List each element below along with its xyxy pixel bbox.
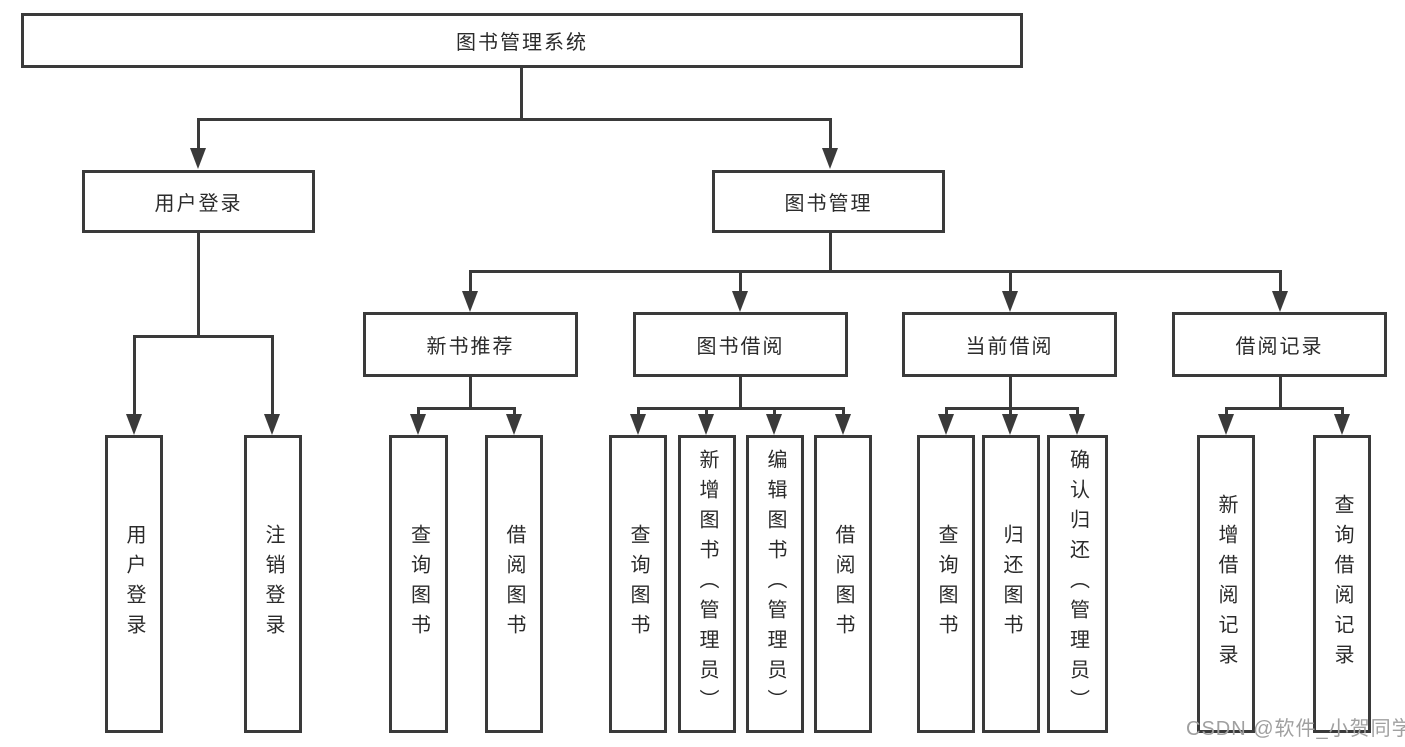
leaf-current-return-books-label: 归还图书 [1000,524,1022,644]
connector-line [513,407,516,417]
node-borrow-records-label: 借阅记录 [1235,336,1324,358]
leaf-current-query-books: 查询图书 [917,435,975,733]
node-current-borrow-label: 当前借阅 [965,336,1054,358]
connector-line [842,407,845,417]
connector-line [1076,407,1079,417]
arrowhead-icon [1334,414,1350,435]
leaf-current-query-books-label: 查询图书 [935,524,957,644]
leaf-records-query-record: 查询借阅记录 [1313,435,1371,733]
connector-line [945,407,1079,410]
arrowhead-icon [1002,414,1018,435]
leaf-user-login-label: 用户登录 [123,524,145,644]
connector-line [1279,377,1282,407]
arrowhead-icon [190,148,206,169]
connector-line [271,335,274,417]
arrowhead-icon [462,291,478,312]
arrowhead-icon [766,414,782,435]
node-root: 图书管理系统 [21,13,1023,68]
leaf-borrow-add-books-admin: 新增图书（管理员） [678,435,736,733]
arrowhead-icon [732,291,748,312]
node-book-borrow-label: 图书借阅 [696,336,785,358]
connector-line [133,335,136,417]
leaf-newbook-query-books: 查询图书 [389,435,448,733]
connector-line [1009,270,1012,296]
arrowhead-icon [822,148,838,169]
arrowhead-icon [410,414,426,435]
connector-line [469,377,472,407]
arrowhead-icon [1069,414,1085,435]
leaf-borrow-query-books-label: 查询图书 [627,524,649,644]
leaf-records-query-record-label: 查询借阅记录 [1331,494,1353,674]
connector-line [133,335,274,338]
csdn-watermark: CSDN @软件_小贺同学 [1186,718,1405,740]
node-book-management-label: 图书管理 [784,193,873,215]
leaf-borrow-borrow-books-label: 借阅图书 [832,524,854,644]
node-book-borrow: 图书借阅 [633,312,848,377]
leaf-logout-label: 注销登录 [262,524,284,644]
arrowhead-icon [1218,414,1234,435]
arrowhead-icon [835,414,851,435]
node-user-login-label: 用户登录 [154,193,243,215]
connector-line [637,407,640,417]
node-current-borrow: 当前借阅 [902,312,1117,377]
leaf-borrow-add-books-admin-label: 新增图书（管理员） [696,449,718,719]
leaf-logout: 注销登录 [244,435,302,733]
leaf-borrow-edit-books-admin-label: 编辑图书（管理员） [764,449,786,719]
leaf-records-add-record-label: 新增借阅记录 [1215,494,1237,674]
connector-line [1225,407,1344,410]
leaf-current-confirm-return-admin-label: 确认归还（管理员） [1066,449,1089,719]
connector-line [197,233,200,335]
arrowhead-icon [126,414,142,435]
node-new-book-recommend: 新书推荐 [363,312,578,377]
node-new-book-recommend-label: 新书推荐 [426,336,515,358]
connector-line [469,270,1281,273]
node-root-label: 图书管理系统 [456,32,588,54]
connector-line [1009,377,1012,407]
connector-line [705,407,708,417]
leaf-newbook-borrow-books-label: 借阅图书 [503,524,525,644]
connector-line [829,118,832,152]
leaf-records-add-record: 新增借阅记录 [1197,435,1255,733]
node-user-login: 用户登录 [82,170,315,233]
arrowhead-icon [698,414,714,435]
connector-line [417,407,420,417]
connector-line [945,407,948,417]
leaf-borrow-query-books: 查询图书 [609,435,667,733]
connector-line [197,118,200,152]
connector-line [1279,270,1282,296]
connector-line [469,270,472,296]
arrowhead-icon [1002,291,1018,312]
connector-line [1225,407,1228,417]
arrowhead-icon [264,414,280,435]
leaf-borrow-edit-books-admin: 编辑图书（管理员） [746,435,804,733]
leaf-current-return-books: 归还图书 [982,435,1040,733]
leaf-borrow-borrow-books: 借阅图书 [814,435,872,733]
connector-line [417,407,516,410]
arrowhead-icon [506,414,522,435]
connector-line [520,68,523,120]
leaf-newbook-query-books-label: 查询图书 [407,524,430,644]
connector-line [197,118,832,121]
node-book-management: 图书管理 [712,170,945,233]
connector-line [1341,407,1344,417]
connector-line [1009,407,1012,417]
leaf-current-confirm-return-admin: 确认归还（管理员） [1047,435,1108,733]
connector-line [829,233,832,270]
arrowhead-icon [1272,291,1288,312]
leaf-user-login: 用户登录 [105,435,163,733]
arrowhead-icon [630,414,646,435]
connector-line [637,407,845,410]
arrowhead-icon [938,414,954,435]
node-borrow-records: 借阅记录 [1172,312,1387,377]
leaf-newbook-borrow-books: 借阅图书 [485,435,543,733]
connector-line [773,407,776,417]
connector-line [739,377,742,407]
connector-line [739,270,742,296]
